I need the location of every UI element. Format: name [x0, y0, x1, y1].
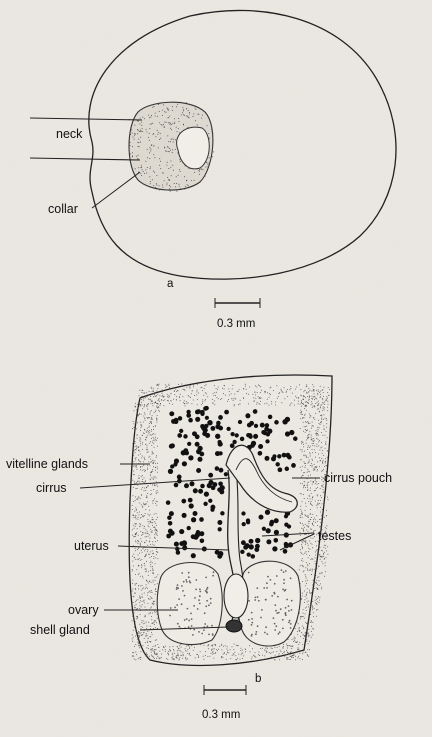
- panel-label-b: b: [255, 673, 261, 685]
- leader-cirrus: [79, 477, 231, 489]
- figure-b: vitelline glands cirrus cirrus pouch tes…: [6, 374, 392, 721]
- panel-label-a: a: [167, 278, 174, 290]
- scale-bar-a: 0.3 mm: [214, 298, 261, 330]
- leader-testes-2: [279, 533, 315, 551]
- leader-shell-gland: [139, 626, 229, 631]
- label-collar: collar: [48, 202, 78, 216]
- inner-chamber: [176, 126, 210, 170]
- cirrus-duct: [235, 458, 293, 503]
- scale-bar-b: 0.3 mm: [202, 685, 247, 721]
- uterus-bulb: [223, 573, 249, 619]
- leader-uterus: [117, 545, 229, 551]
- label-shell-gland: shell gland: [30, 623, 90, 637]
- leader-testes-1: [261, 532, 315, 537]
- scale-label-b: 0.3 mm: [202, 709, 240, 721]
- label-uterus: uterus: [74, 539, 109, 553]
- ovary-left: [156, 562, 223, 646]
- collar-leader: [91, 171, 141, 209]
- vitelline-stippling: [131, 383, 331, 661]
- label-testes: testes: [318, 529, 351, 543]
- neck-line-upper: [29, 117, 143, 121]
- label-ovary: ovary: [68, 603, 99, 617]
- shell-gland: [225, 619, 243, 633]
- label-vitelline-glands: vitelline glands: [6, 457, 88, 471]
- neck-line-lower: [29, 157, 141, 161]
- cirrus-pouch: [225, 444, 298, 513]
- label-cirrus-pouch: cirrus pouch: [324, 471, 392, 485]
- label-neck: neck: [56, 127, 83, 141]
- scolex-outline: [88, 9, 397, 280]
- label-cirrus: cirrus: [36, 481, 67, 495]
- testes-dots: [165, 405, 298, 559]
- figure-a: neck collar a 0.3 mm: [29, 9, 397, 330]
- scale-label-a: 0.3 mm: [217, 318, 255, 330]
